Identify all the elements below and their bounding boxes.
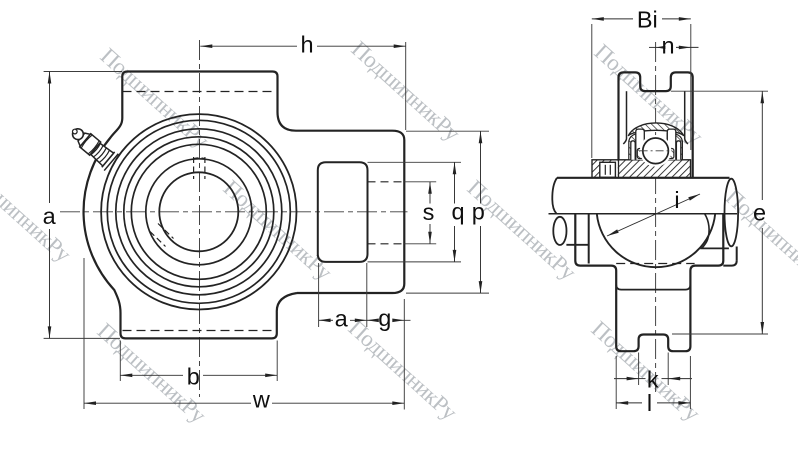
svg-text:h: h bbox=[300, 31, 313, 57]
svg-text:l: l bbox=[647, 390, 652, 416]
svg-text:a: a bbox=[43, 203, 57, 229]
svg-text:q: q bbox=[451, 199, 464, 225]
svg-text:e: e bbox=[753, 199, 766, 225]
svg-text:g: g bbox=[378, 305, 391, 331]
svg-text:b: b bbox=[187, 363, 200, 389]
svg-text:n: n bbox=[661, 33, 674, 59]
svg-text:i: i bbox=[674, 187, 679, 213]
svg-text:a: a bbox=[335, 306, 349, 332]
svg-text:Bi: Bi bbox=[637, 7, 658, 33]
svg-text:s: s bbox=[423, 199, 435, 225]
svg-text:k: k bbox=[647, 367, 659, 393]
svg-text:p: p bbox=[472, 199, 485, 225]
svg-text:w: w bbox=[252, 387, 271, 413]
